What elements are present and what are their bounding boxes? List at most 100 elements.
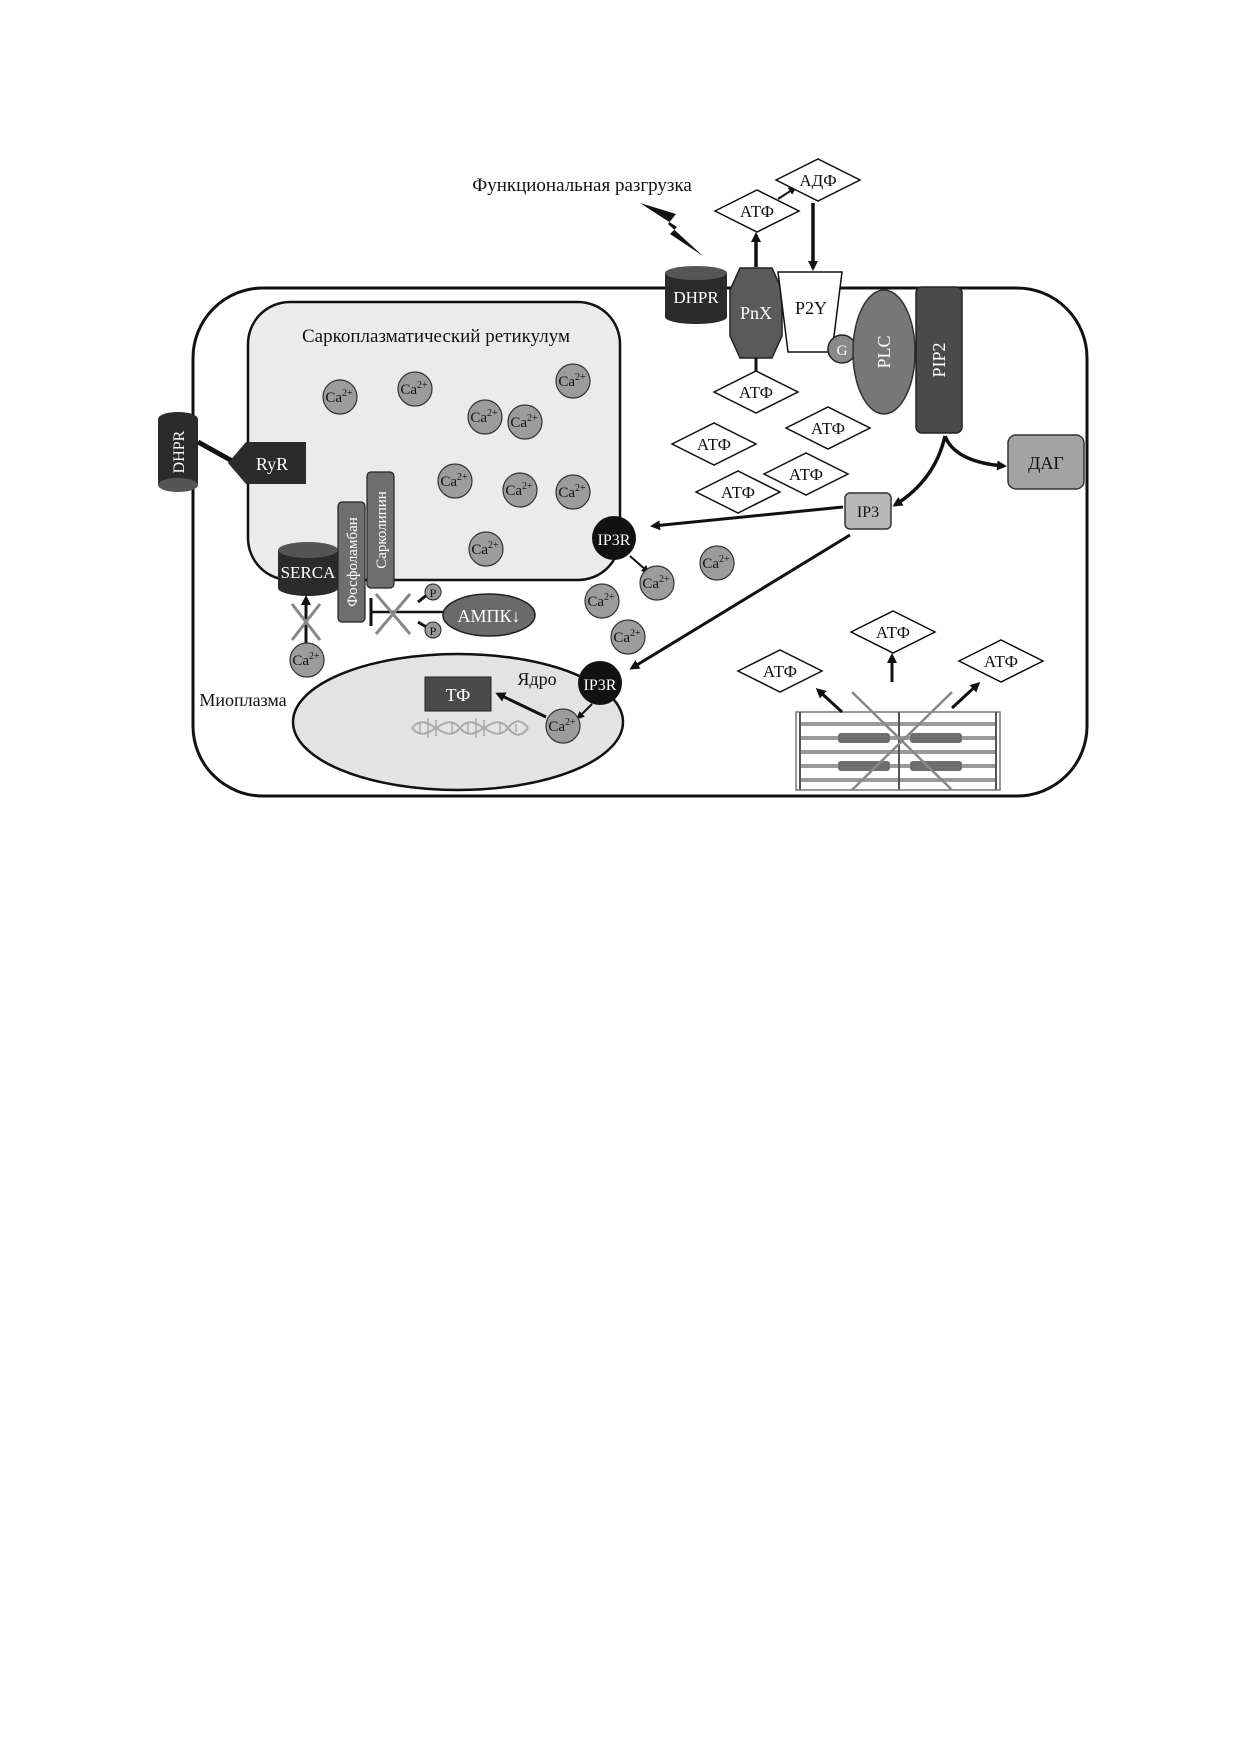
calcium-ion-label: Ca2+ <box>505 481 533 499</box>
atp-label: АТФ <box>740 202 774 221</box>
dhpr-left: DHPR <box>158 412 198 492</box>
phospholamban: Фосфоламбан <box>337 501 366 623</box>
atp-label: АТФ <box>876 623 910 642</box>
atp-to-adp-arrow <box>777 186 797 200</box>
ip3r-sr-release-arrow <box>629 555 650 574</box>
calcium-ion: Ca2+ <box>502 472 538 508</box>
serca-block-cross-icon <box>290 603 322 641</box>
g-label: G <box>837 343 848 359</box>
dhpr-top-label: DHPR <box>673 288 719 307</box>
calcium-ion: Ca2+ <box>322 379 358 415</box>
myoplasm-label: Миоплазма <box>199 690 286 710</box>
pip2-to-dag-arrow <box>943 435 1007 471</box>
calcium-ion-label: Ca2+ <box>510 413 538 431</box>
calcium-ion: Ca2+ <box>545 708 581 744</box>
atp-label: АТФ <box>697 435 731 454</box>
calcium-ion-label: Ca2+ <box>613 628 641 646</box>
dhpr-ryr-link <box>196 439 236 465</box>
phosphate-2: P <box>424 621 442 639</box>
unloading-label: Функциональная разгрузка <box>472 175 692 196</box>
ip3r-nucleus: IP3R <box>578 661 622 705</box>
sarcomere-cross-icon <box>851 691 953 791</box>
pip2: PIP2 <box>915 286 963 434</box>
tf-label: ТФ <box>446 685 471 705</box>
calcium-ion-label: Ca2+ <box>548 717 576 735</box>
lightning-icon <box>640 203 703 256</box>
calcium-ions: Ca2+ Ca2+ Ca2+ Ca2+ Ca2+ Ca2+ Ca2+ Ca2+ Ca2+ Ca2+… <box>289 363 735 744</box>
atp-molecule: АТФ <box>694 470 782 514</box>
sarcomere-atp-arrow-left <box>815 687 844 714</box>
serca-pump: SERCA <box>278 542 338 596</box>
phosphate-1: P <box>424 583 442 601</box>
p2y-receptor: P2Y <box>777 271 843 353</box>
adp-label: АДФ <box>799 171 836 190</box>
calcium-ion: Ca2+ <box>289 642 325 678</box>
calcium-ion: Ca2+ <box>584 583 620 619</box>
atp-molecule: АТФ <box>849 610 937 654</box>
atp-label: АТФ <box>739 383 773 402</box>
nucleus-label: Ядро <box>517 669 556 689</box>
pannexin-channel: PnX <box>729 267 783 359</box>
plc-enzyme: PLC <box>852 289 916 415</box>
atp-label: АТФ <box>763 662 797 681</box>
dna-helix-icon <box>411 718 529 738</box>
atp-molecule: АТФ <box>784 406 872 450</box>
atp-label: АТФ <box>984 652 1018 671</box>
calcium-ion: Ca2+ <box>699 545 735 581</box>
sarcomere-atp-arrow-right <box>950 681 981 710</box>
calcium-ion-label: Ca2+ <box>471 540 499 558</box>
atp-molecule: АТФ <box>762 452 850 496</box>
dhpr-left-label: DHPR <box>171 430 188 473</box>
calcium-ion-label: Ca2+ <box>470 408 498 426</box>
ip3r-nuc-release-arrow <box>576 703 593 720</box>
calcium-ion-label: Ca2+ <box>702 554 730 572</box>
plc-label: PLC <box>874 335 894 368</box>
phospholamban-label: Фосфоламбан <box>345 517 361 607</box>
ip3r-sr: IP3R <box>592 516 636 560</box>
calcium-ion: Ca2+ <box>639 565 675 601</box>
ip3-to-ip3r-sr-arrow <box>650 505 844 531</box>
calcium-ion-label: Ca2+ <box>558 483 586 501</box>
calcium-ion: Ca2+ <box>468 531 504 567</box>
ip3-label: IP3 <box>857 504 879 521</box>
calcium-ion-label: Ca2+ <box>400 380 428 398</box>
calcium-ion-label: Ca2+ <box>440 472 468 490</box>
dhpr-top: DHPR <box>665 266 727 324</box>
calcium-ion: Ca2+ <box>610 619 646 655</box>
pnx-label: PnX <box>740 303 772 323</box>
calcium-ion-label: Ca2+ <box>558 372 586 390</box>
calcium-ion: Ca2+ <box>467 399 503 435</box>
calcium-ion-label: Ca2+ <box>587 592 615 610</box>
ip3: IP3 <box>844 492 892 530</box>
sarcolipin-label: Сарколипин <box>374 491 390 569</box>
calcium-ion: Ca2+ <box>397 371 433 407</box>
calcium-ion-label: Ca2+ <box>325 388 353 406</box>
calcium-ion: Ca2+ <box>555 474 591 510</box>
serca-label: SERCA <box>281 563 337 582</box>
calcium-ion-label: Ca2+ <box>642 574 670 592</box>
ampk: АМПК↓ <box>442 593 536 637</box>
pip2-label: PIP2 <box>929 342 949 377</box>
ip3r-sr-label: IP3R <box>598 532 631 549</box>
atp-label: АТФ <box>721 483 755 502</box>
atp-label: АТФ <box>811 419 845 438</box>
sr-label: Саркоплазматический ретикулум <box>302 326 570 347</box>
ip3r-nuc-label: IP3R <box>584 677 617 694</box>
calcium-ion: Ca2+ <box>507 404 543 440</box>
atp-label: АТФ <box>789 465 823 484</box>
calcium-ion: Ca2+ <box>555 363 591 399</box>
calcium-ion: Ca2+ <box>437 463 473 499</box>
blocked-cross-icon <box>374 593 412 635</box>
sarcolipin: Сарколипин <box>366 471 395 589</box>
ampk-label: АМПК↓ <box>457 606 520 626</box>
adp-molecule: АДФ <box>774 158 862 202</box>
transcription-factor: ТФ <box>424 676 492 712</box>
pip2-to-ip3-arrow <box>892 435 947 507</box>
atp-molecule: АТФ <box>670 422 758 466</box>
atp-molecule: АТФ <box>957 639 1045 683</box>
ip3-to-ip3r-nuc-arrow <box>629 533 851 670</box>
dag: ДАГ <box>1007 434 1085 490</box>
g-protein: G <box>827 334 857 364</box>
atp-molecule: АТФ <box>713 189 801 233</box>
